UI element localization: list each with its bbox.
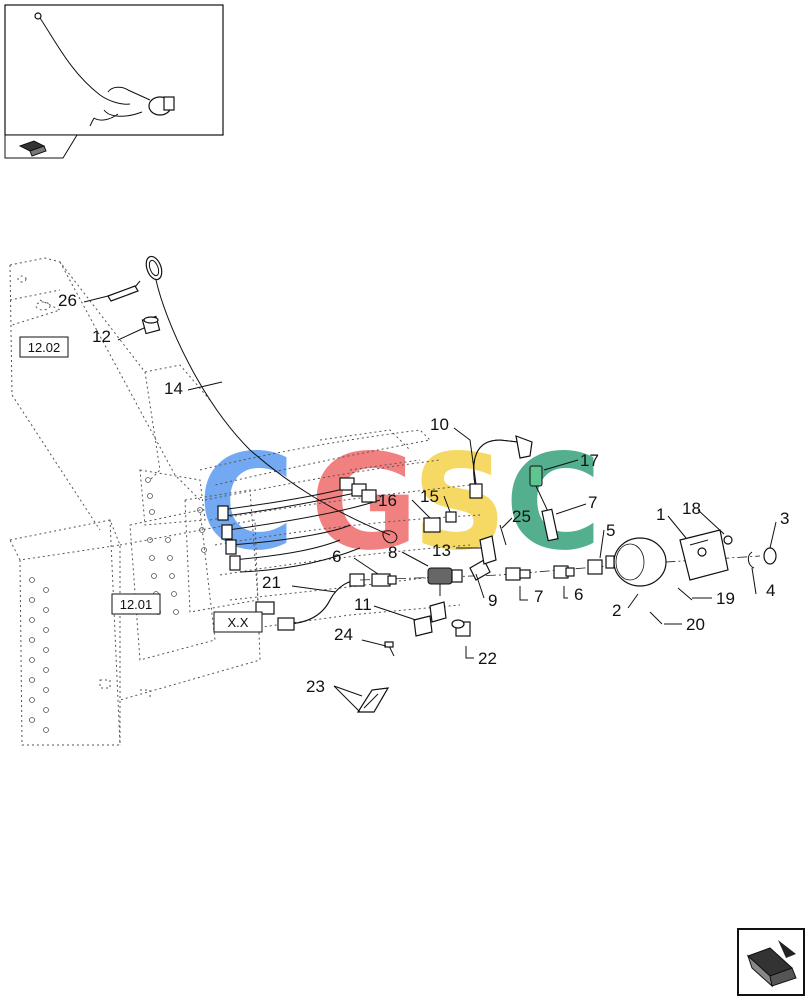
fitting-5 bbox=[587, 559, 603, 575]
fitting-6-right bbox=[553, 565, 575, 579]
bolt-18 bbox=[723, 535, 733, 545]
frame-hoses bbox=[217, 477, 381, 573]
watermark-letter-g: G bbox=[310, 426, 418, 580]
callout-6b: 6 bbox=[574, 585, 583, 604]
bracket-9-11 bbox=[413, 559, 491, 637]
callout-25: 25 bbox=[512, 507, 531, 526]
next-page-button[interactable] bbox=[737, 928, 805, 996]
fitting-16-15 bbox=[423, 511, 457, 533]
callout-9: 9 bbox=[488, 591, 497, 610]
callout-15: 15 bbox=[420, 487, 439, 506]
pipe-7-upper bbox=[541, 508, 559, 542]
callout-4: 4 bbox=[766, 581, 775, 600]
watermark-letter-c1: C bbox=[198, 426, 295, 580]
ref-box-12-01[interactable]: 12.01 bbox=[111, 593, 161, 615]
ref-box-12-01-label: 12.01 bbox=[120, 597, 153, 612]
part-12-sleeve bbox=[141, 315, 161, 335]
watermark: C G S C bbox=[198, 426, 602, 580]
leader-lines bbox=[83, 295, 777, 713]
thumbnail-overview[interactable] bbox=[4, 4, 224, 159]
callout-6a: 6 bbox=[332, 547, 341, 566]
callout-14: 14 bbox=[164, 379, 183, 398]
arrow-book-icon bbox=[746, 940, 797, 988]
fitting-7-lower bbox=[505, 567, 531, 581]
callout-5: 5 bbox=[606, 521, 615, 540]
ref-box-12-02-label: 12.02 bbox=[28, 340, 61, 355]
callout-20: 20 bbox=[686, 615, 705, 634]
callout-16: 16 bbox=[378, 491, 397, 510]
cable-14 bbox=[145, 255, 398, 544]
hose-21 bbox=[255, 573, 365, 631]
ref-box-xx-label: X.X bbox=[228, 615, 249, 630]
valve-8 bbox=[427, 567, 463, 596]
callout-7b: 7 bbox=[534, 587, 543, 606]
callout-11: 11 bbox=[354, 595, 372, 614]
callout-19: 19 bbox=[716, 589, 735, 608]
ref-box-xx[interactable]: X.X bbox=[213, 611, 263, 633]
clamp-3-4 bbox=[747, 547, 777, 569]
callout-1: 1 bbox=[656, 505, 665, 524]
machine-frame bbox=[9, 257, 481, 746]
callout-22: 22 bbox=[478, 649, 497, 668]
callout-2: 2 bbox=[612, 601, 621, 620]
bracket-13 bbox=[479, 524, 507, 565]
callout-12: 12 bbox=[92, 327, 111, 346]
callout-18: 18 bbox=[682, 499, 701, 518]
accumulator-2 bbox=[605, 537, 667, 587]
ref-box-12-02[interactable]: 12.02 bbox=[19, 336, 69, 358]
arrow-book-icon[interactable] bbox=[18, 140, 47, 157]
callout-23: 23 bbox=[306, 677, 325, 696]
callout-21: 21 bbox=[262, 573, 281, 592]
callouts: 1 2 3 4 5 6 6 7 7 8 9 10 11 12 13 14 15 … bbox=[58, 291, 789, 696]
callout-10: 10 bbox=[430, 415, 449, 434]
callout-17: 17 bbox=[580, 451, 599, 470]
callout-8: 8 bbox=[388, 543, 397, 562]
clip-23 bbox=[356, 687, 390, 713]
fitting-22 bbox=[451, 619, 471, 637]
bracket-1 bbox=[679, 529, 729, 581]
callout-13: 13 bbox=[432, 541, 451, 560]
fitting-6-left bbox=[371, 573, 397, 587]
callout-24: 24 bbox=[334, 625, 353, 644]
hose-10 bbox=[469, 435, 533, 499]
callout-26: 26 bbox=[58, 291, 77, 310]
callout-3: 3 bbox=[780, 509, 789, 528]
bolt-24 bbox=[384, 641, 395, 657]
callout-7a: 7 bbox=[588, 493, 597, 512]
bolts-19-20 bbox=[649, 587, 693, 625]
part-26-pin bbox=[107, 280, 141, 302]
